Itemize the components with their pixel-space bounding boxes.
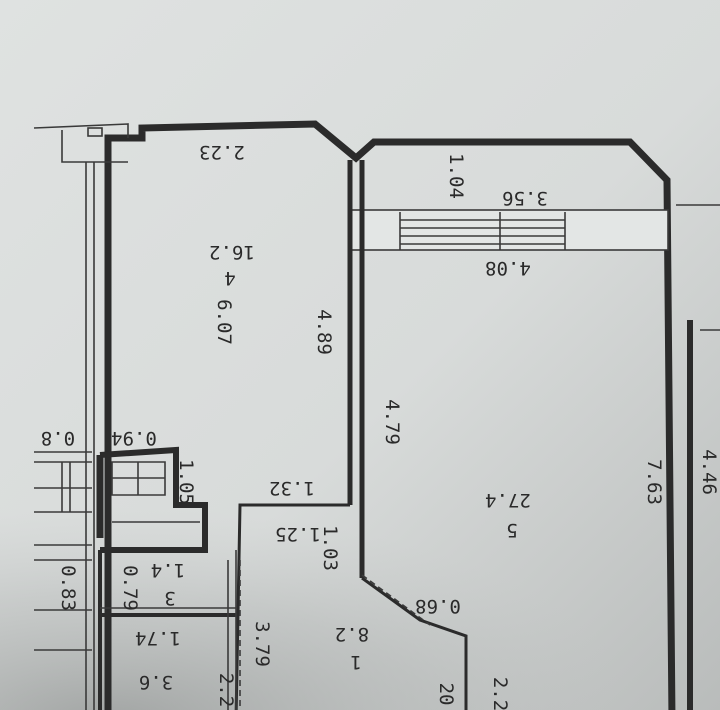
balcony-left-line bbox=[33, 123, 129, 138]
left-side-ticks bbox=[34, 451, 92, 651]
bathroom-thin bbox=[100, 550, 237, 710]
label-1-03: 1.03 bbox=[319, 525, 341, 571]
label-room-5: 5 bbox=[506, 519, 517, 541]
bathroom-walls bbox=[98, 550, 236, 710]
label-4-46: 4.46 bbox=[698, 449, 720, 495]
label-4-08: 4.08 bbox=[485, 257, 531, 279]
label-room-4: 4 bbox=[224, 267, 235, 289]
label-2-2-a: 2.2 bbox=[215, 673, 237, 707]
right-wall-thin bbox=[676, 204, 720, 331]
label-1-25: 1.25 bbox=[275, 523, 321, 545]
label-6-07: 6.07 bbox=[213, 299, 235, 345]
outer-wall bbox=[104, 120, 676, 710]
label-room-1: 1 bbox=[350, 651, 361, 673]
label-1-4: 1.4 bbox=[151, 559, 185, 581]
label-0-94: 0.94 bbox=[111, 427, 157, 449]
window-glass-lines bbox=[399, 212, 566, 250]
label-room-3: 3 bbox=[164, 587, 175, 609]
wall-stub-top-left bbox=[61, 130, 128, 163]
left-thin-wall bbox=[85, 162, 95, 710]
label-1-05: 1.05 bbox=[175, 459, 197, 505]
label-20: 20 bbox=[435, 683, 457, 706]
label-7-63: 7.63 bbox=[643, 459, 665, 505]
column-marker bbox=[87, 127, 103, 137]
label-1-74: 1.74 bbox=[135, 627, 181, 649]
dimension-labels: 2.23 1.04 3.56 4.08 16.2 4 6.07 4.89 4.7… bbox=[41, 141, 720, 710]
label-27-4: 27.4 bbox=[485, 489, 531, 511]
label-3-79: 3.79 bbox=[251, 621, 273, 667]
label-4-89: 4.89 bbox=[313, 309, 335, 355]
label-8-2: 8.2 bbox=[335, 623, 369, 645]
label-0-8: 0.8 bbox=[41, 427, 75, 449]
label-0-68: 0.68 bbox=[415, 595, 461, 617]
label-0-79: 0.79 bbox=[119, 565, 141, 611]
label-0-83: 0.83 bbox=[57, 565, 79, 611]
label-2-23: 2.23 bbox=[199, 141, 245, 163]
label-3-6: 3.6 bbox=[139, 671, 173, 693]
partition-bedroom-bottom bbox=[234, 503, 468, 710]
label-2-2-b: 2.2 bbox=[489, 677, 511, 710]
label-1-04: 1.04 bbox=[445, 153, 467, 199]
label-4-79: 4.79 bbox=[381, 399, 403, 445]
shaft-wall bbox=[99, 446, 208, 553]
label-1-32: 1.32 bbox=[269, 477, 315, 499]
partition-bedroom-living bbox=[347, 160, 365, 578]
door-dashed bbox=[239, 560, 431, 710]
label-3-56: 3.56 bbox=[502, 187, 548, 209]
label-16-2: 16.2 bbox=[209, 241, 255, 263]
shaft-inner-lines bbox=[111, 461, 200, 523]
